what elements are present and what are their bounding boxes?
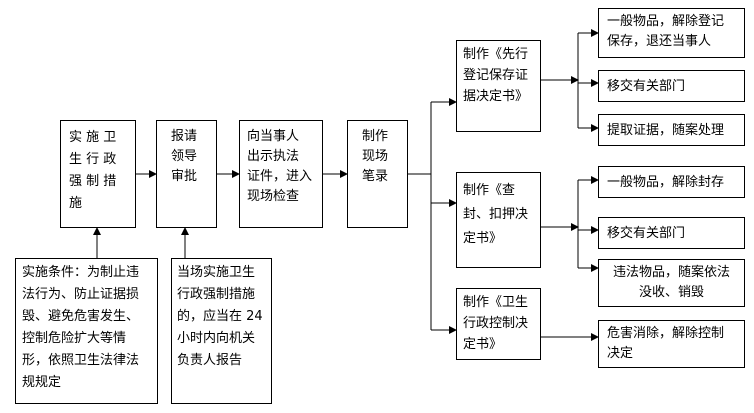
note-report-within-24h: 当场实施卫生行政强制措施的，应当在 24 小时内向机关负责人报告 xyxy=(171,258,272,404)
step-make-record: 制作 现场 笔录 xyxy=(347,120,408,228)
result-extract-evidence: 提取证据，随案处理 xyxy=(598,114,745,146)
step-show-credentials: 向当事人 出示执法 证件，进入 现场检查 xyxy=(239,120,323,228)
result-transfer-department-1: 移交有关部门 xyxy=(598,70,745,102)
branch-seizure-detention: 制作《查封、扣押决定书》 xyxy=(456,172,541,268)
branch-control-decision: 制作《卫生行政控制决定书》 xyxy=(456,288,541,360)
result-confiscate-destroy: 违法物品，随案依法 没收、销毁 xyxy=(598,259,745,307)
step-implement-measure: 实 施 卫 生 行 政 强 制 措 施 xyxy=(60,120,136,228)
result-release-seal: 一般物品，解除封存 xyxy=(598,166,745,198)
note-implementation-conditions: 实施条件：为制止违法行为、防止证据损毁、避免危害发生、控制危险扩大等情形，依照卫… xyxy=(15,258,158,404)
result-release-registration: 一般物品，解除登记保存，退还当事人 xyxy=(598,8,745,58)
branch-registration-preservation: 制作《先行登记保存证据决定书》 xyxy=(456,40,541,132)
step-request-approval: 报请 领导 审批 xyxy=(156,120,217,228)
result-release-control: 危害消除，解除控制决定 xyxy=(598,320,745,368)
result-transfer-department-2: 移交有关部门 xyxy=(598,217,745,249)
